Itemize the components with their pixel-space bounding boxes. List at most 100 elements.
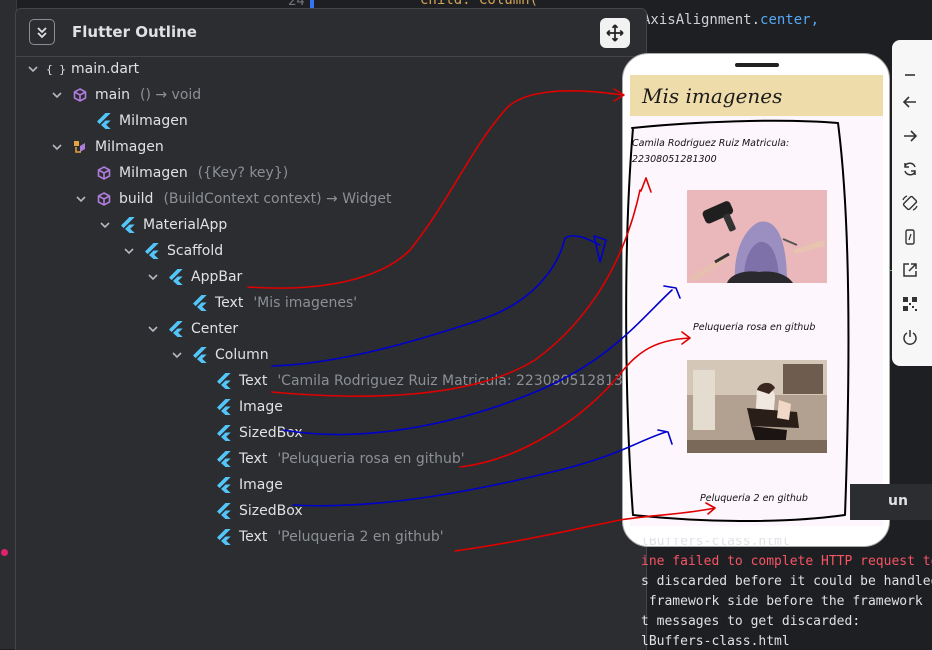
- rotate-button[interactable]: [898, 191, 922, 215]
- outline-row[interactable]: AppBar: [146, 265, 242, 289]
- outline-row-label: MiImagen: [119, 113, 188, 129]
- outline-row-label: Text: [239, 373, 268, 389]
- caption-2: Peluqueria 2 en github: [700, 493, 808, 504]
- flutter-icon: [216, 529, 232, 545]
- outline-row[interactable]: SizedBox: [194, 499, 303, 523]
- outline-row[interactable]: MiImagen: [74, 109, 188, 133]
- outline-row-detail: ({Key? key}): [197, 165, 289, 181]
- braces-icon: { }: [46, 62, 66, 76]
- tree-spacer: [74, 166, 88, 180]
- power-icon: [903, 330, 917, 345]
- outline-row-label: MiImagen: [95, 139, 164, 155]
- chevron-down-icon[interactable]: [146, 322, 160, 336]
- outline-row-detail: 'Mis imagenes': [253, 295, 358, 311]
- tree-spacer: [194, 452, 208, 466]
- hair-salon-photo-2: [687, 360, 827, 453]
- outline-row[interactable]: main() → void: [50, 83, 201, 107]
- chevron-down-icon[interactable]: [146, 270, 160, 284]
- arrow-left-icon: [902, 96, 916, 108]
- forward-button[interactable]: [898, 124, 922, 148]
- tree-spacer: [194, 400, 208, 414]
- arrow-right-icon: [904, 130, 918, 142]
- method-cube-icon: [96, 191, 112, 207]
- code-line-alignment: AxisAlignment.center,: [642, 12, 820, 28]
- chevron-down-icon[interactable]: [50, 140, 64, 154]
- qr-code-button[interactable]: [898, 292, 922, 316]
- outline-header: Flutter Outline: [16, 9, 646, 57]
- outline-row-detail: 'Peluqueria rosa en github': [277, 451, 465, 467]
- power-button[interactable]: [898, 325, 922, 349]
- outline-row[interactable]: Text'Camila Rodriguez Ruiz Matricula: 22…: [194, 369, 645, 393]
- method-cube-icon: [96, 165, 112, 181]
- outline-row-label: Image: [239, 399, 283, 415]
- chevron-down-icon[interactable]: [26, 62, 40, 76]
- move-arrows-icon: [606, 24, 624, 42]
- minimize-icon: [905, 74, 915, 76]
- outline-row-label: Text: [239, 529, 268, 545]
- outline-row-label: Image: [239, 477, 283, 493]
- outline-row[interactable]: Text 'Mis imagenes': [170, 291, 357, 315]
- flutter-icon: [96, 113, 112, 129]
- flutter-icon: [168, 321, 184, 337]
- outline-row[interactable]: SizedBox: [194, 421, 303, 445]
- caption-1: Peluqueria rosa en github: [693, 322, 816, 333]
- device-button[interactable]: [898, 225, 922, 249]
- chevron-down-icon[interactable]: [74, 192, 88, 206]
- outline-row-label: Center: [191, 321, 239, 337]
- outline-row-label: build: [119, 191, 154, 207]
- run-tab[interactable]: [850, 484, 932, 520]
- back-button[interactable]: [898, 90, 922, 114]
- outline-row-label: SizedBox: [239, 503, 303, 519]
- outline-row[interactable]: Scaffold: [122, 239, 223, 263]
- minimize-button[interactable]: [898, 62, 922, 86]
- chevron-down-icon[interactable]: [98, 218, 112, 232]
- outline-row[interactable]: Image: [194, 473, 283, 497]
- console-line: lBuffers-class.html: [641, 634, 790, 649]
- rotate-device-icon: [902, 195, 918, 211]
- outline-row-label: Column: [215, 347, 269, 363]
- outline-row[interactable]: MiImagen: [50, 135, 164, 159]
- move-panel-button[interactable]: [600, 18, 630, 48]
- outline-row-label: Text: [215, 295, 244, 311]
- outline-row[interactable]: Center: [146, 317, 238, 341]
- collapse-all-button[interactable]: [29, 19, 55, 45]
- function-cube-icon: [72, 87, 88, 103]
- refresh-button[interactable]: [898, 157, 922, 181]
- console-line: ine failed to complete HTTP request to: [641, 554, 932, 569]
- console-line: lBuffers-class.html: [641, 538, 790, 549]
- chevron-down-icon[interactable]: [122, 244, 136, 258]
- outline-row[interactable]: Column: [170, 343, 269, 367]
- outline-row[interactable]: build(BuildContext context) → Widget: [74, 187, 392, 211]
- app-bar-title: Mis imagenes: [642, 84, 783, 108]
- outline-row[interactable]: Text'Peluqueria rosa en github': [194, 447, 465, 471]
- chevron-down-icon[interactable]: [50, 88, 64, 102]
- outline-row[interactable]: MiImagen({Key? key}): [74, 161, 288, 185]
- tree-spacer: [194, 530, 208, 544]
- outline-row[interactable]: Text'Peluqueria 2 en github': [194, 525, 444, 549]
- qr-code-icon: [903, 297, 917, 311]
- outline-row-label: SizedBox: [239, 425, 303, 441]
- caret-bar: [310, 0, 314, 10]
- console-line: framework side before the framework: [641, 594, 923, 609]
- external-link-icon: [903, 263, 917, 277]
- device-screen: Mis imagenes Camila Rodriguez Ruiz Matri…: [630, 75, 883, 526]
- line-number: 24: [288, 0, 305, 9]
- tree-spacer: [170, 296, 184, 310]
- student-text: Camila Rodriguez Ruiz Matricula: 2230805…: [632, 138, 790, 165]
- emulator-device: Mis imagenes Camila Rodriguez Ruiz Matri…: [622, 53, 890, 547]
- phone-icon: [905, 229, 915, 245]
- tree-spacer: [194, 374, 208, 388]
- flutter-icon: [216, 373, 232, 389]
- outline-row[interactable]: MaterialApp: [98, 213, 227, 237]
- open-external-button[interactable]: [898, 258, 922, 282]
- flutter-icon: [120, 217, 136, 233]
- chevron-down-icon[interactable]: [170, 348, 184, 362]
- tree-spacer: [194, 504, 208, 518]
- run-tab-label: un: [888, 493, 908, 509]
- code-line-column: child: Column(: [420, 0, 539, 8]
- double-chevron-down-icon: [37, 27, 47, 39]
- emulator-toolbar: [892, 40, 932, 366]
- flutter-icon: [192, 347, 208, 363]
- outline-row[interactable]: Image: [194, 395, 283, 419]
- outline-row[interactable]: { }main.dart: [26, 57, 139, 81]
